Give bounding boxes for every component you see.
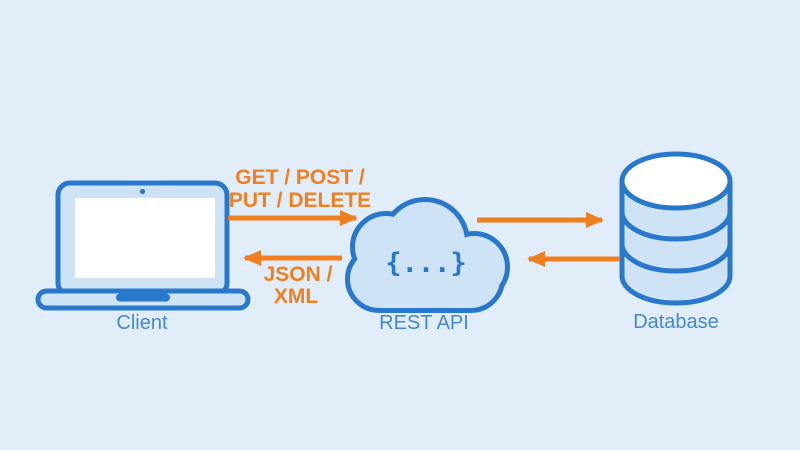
flow-labels: GET / POST / PUT / DELETE JSON / XML [229, 166, 371, 308]
response-label-line2: XML [274, 285, 319, 308]
rest-api-label: REST API [379, 312, 469, 334]
cylinder-body [619, 181, 733, 306]
rest-api-node: {...} REST API [345, 197, 510, 334]
laptop-icon [35, 180, 251, 311]
flow-arrows [228, 210, 620, 267]
code-braces-glyph: {...} [385, 248, 466, 279]
cylinder-top [619, 151, 733, 211]
cylinder-separator-1 [619, 211, 733, 242]
database-cylinder-icon [619, 151, 733, 306]
cylinder-separator-2 [619, 243, 733, 274]
response-label-line1: JSON / [264, 263, 333, 286]
request-label-line1: GET / POST / [235, 166, 365, 189]
database-node: Database [619, 151, 733, 333]
database-label: Database [633, 311, 719, 333]
laptop-screen [75, 198, 215, 278]
request-label-line2: PUT / DELETE [229, 189, 371, 212]
cloud-icon: {...} [345, 197, 510, 313]
laptop-camera-dot [139, 188, 146, 195]
client-node: Client [35, 180, 251, 334]
laptop-base-notch [116, 293, 170, 302]
client-label: Client [116, 312, 168, 334]
